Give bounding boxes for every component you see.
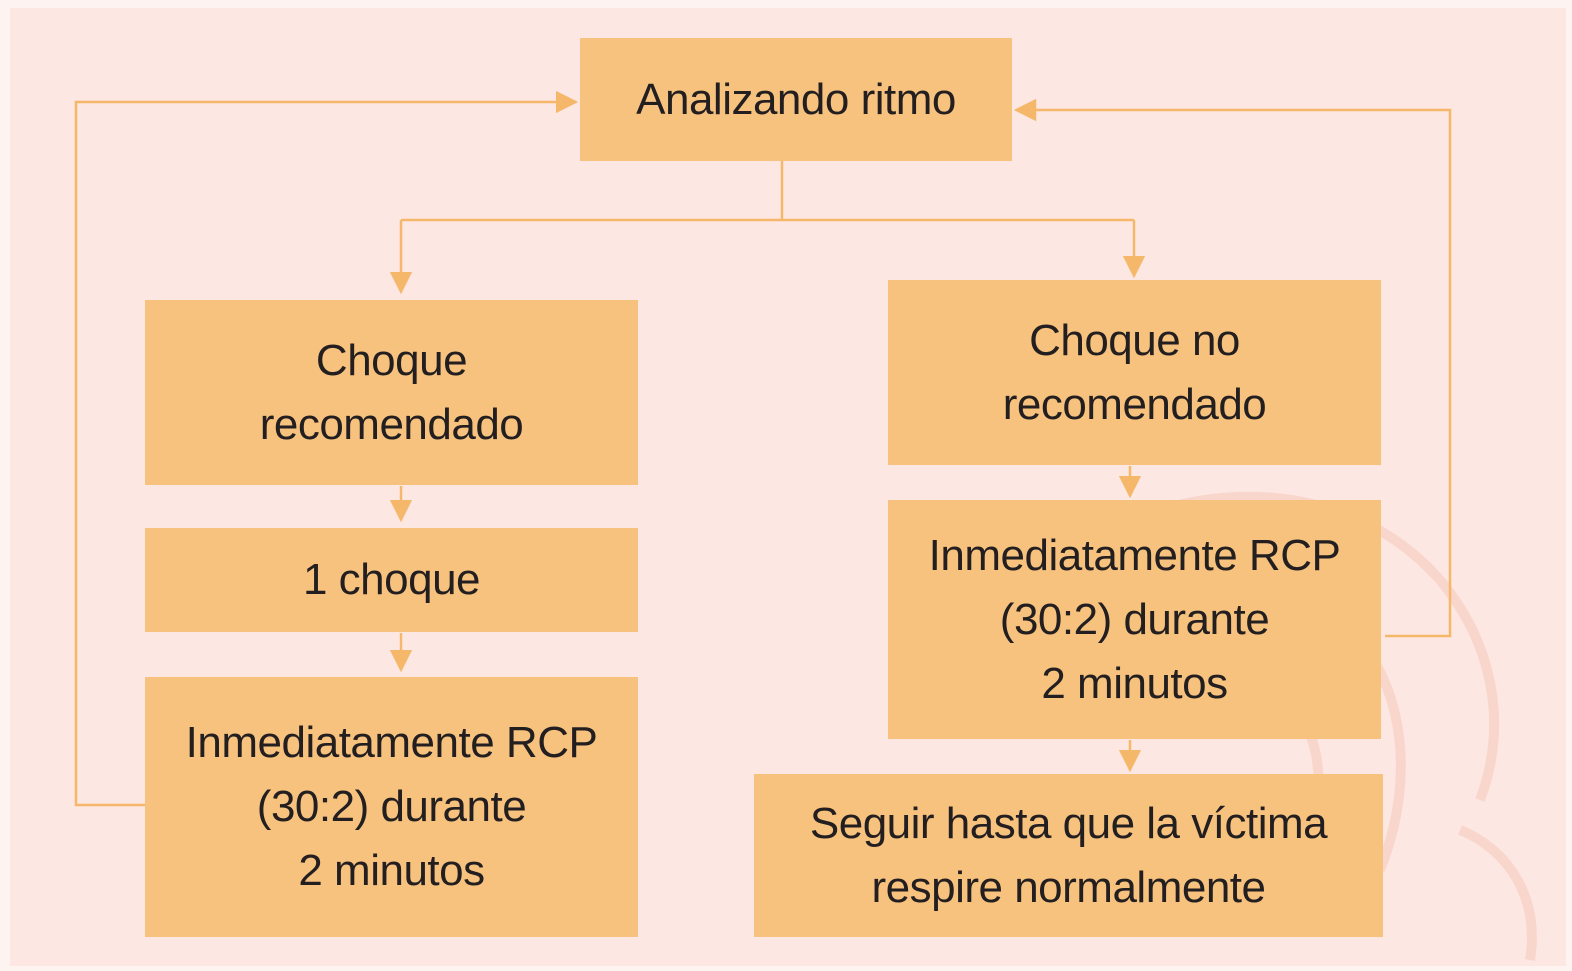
loop-right-to-analyze xyxy=(1013,98,1452,638)
node-analyzing-rhythm: Analizando ritmo xyxy=(580,38,1012,161)
node-continue-until-breathing: Seguir hasta que la víctima respire norm… xyxy=(754,774,1383,937)
node-one-shock: 1 choque xyxy=(145,528,638,632)
loop-left-to-analyze xyxy=(74,90,579,807)
node-shock-recommended: Choque recomendado xyxy=(145,300,638,485)
node-cpr-right: Inmediatamente RCP (30:2) durante 2 minu… xyxy=(888,500,1381,739)
node-cpr-left: Inmediatamente RCP (30:2) durante 2 minu… xyxy=(145,677,638,937)
node-shock-not-recommended: Choque no recomendado xyxy=(888,280,1381,465)
